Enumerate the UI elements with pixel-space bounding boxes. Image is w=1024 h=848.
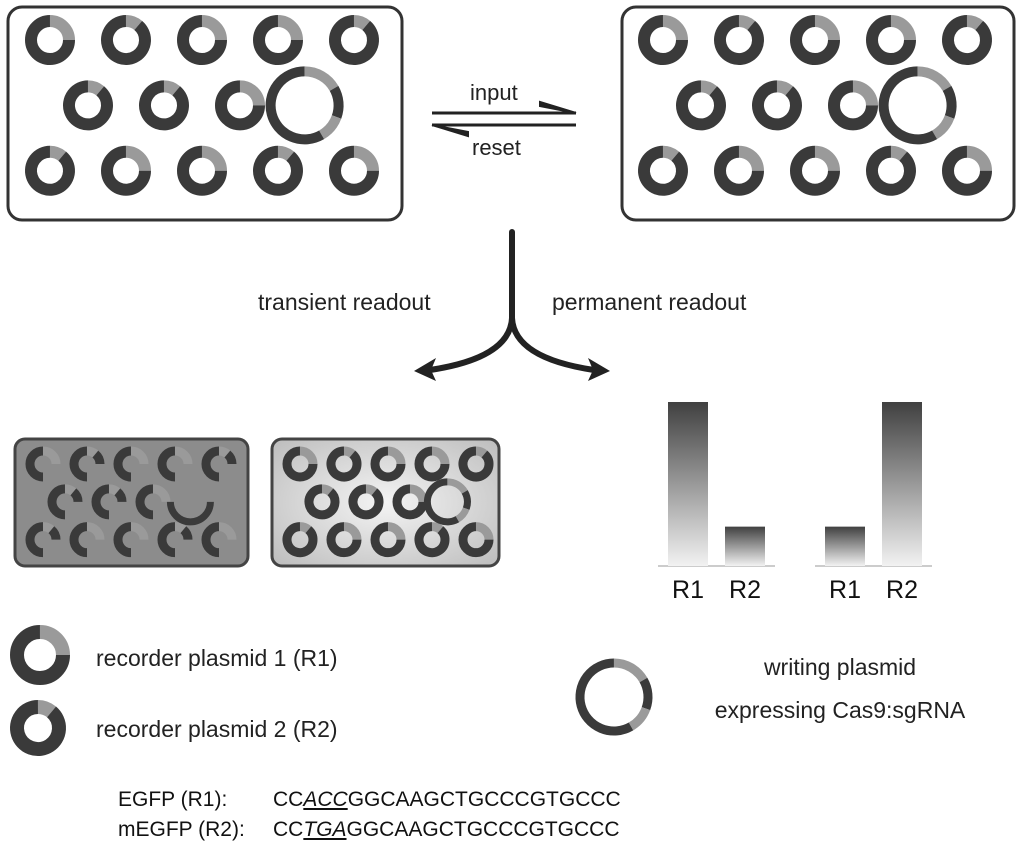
seq-label-r2: mEGFP (R2): — [118, 818, 245, 841]
legend-writing-plasmid — [575, 658, 653, 736]
seq-label-r1: EGFP (R1): — [118, 788, 228, 811]
bar-r1 — [825, 526, 865, 566]
bar-r2 — [725, 526, 765, 566]
recorder-plasmid — [25, 522, 61, 558]
recorder-plasmid — [101, 145, 151, 196]
writing-plasmid — [265, 66, 344, 145]
recorder-plasmid — [201, 446, 237, 482]
recorder-plasmid — [253, 145, 303, 196]
recorder-plasmid — [790, 15, 840, 65]
legend-writer-line2: expressing Cas9:sgRNA — [715, 697, 966, 723]
recorder-plasmid — [177, 145, 227, 196]
plate-after-plasmids — [638, 15, 992, 196]
recorder-plasmid — [69, 446, 105, 482]
tick-label-r1: R1 — [829, 576, 861, 604]
recorder-plasmid — [348, 484, 384, 520]
bar-chart-right: R1 R2 — [815, 402, 932, 604]
recorder-plasmid — [942, 15, 992, 65]
legend-r2-plasmid — [10, 700, 66, 756]
readout-plate-light-plasmids — [282, 446, 494, 558]
recorder-plasmid — [215, 80, 265, 131]
legend-r1-plasmid — [10, 625, 70, 685]
recorder-plasmid — [101, 15, 151, 65]
recorder-plasmid — [25, 145, 75, 196]
permanent-readout-label: permanent readout — [552, 289, 747, 315]
recorder-plasmid — [370, 522, 406, 558]
recorder-plasmid — [63, 80, 113, 131]
writing-plasmid-icon — [575, 658, 653, 736]
recorder-plasmid — [638, 145, 688, 196]
recorder-plasmid — [253, 15, 303, 65]
recorder-plasmid — [201, 522, 237, 558]
recorder-plasmid — [414, 446, 450, 482]
recorder-plasmid — [828, 80, 878, 131]
recorder-plasmid — [329, 15, 379, 65]
recorder-plasmid — [326, 522, 362, 558]
legend-writer-line1: writing plasmid — [763, 654, 916, 680]
recorder-plasmid — [329, 145, 379, 196]
recorder-plasmid — [69, 522, 105, 558]
seq-r1-codon: ACC — [303, 788, 348, 811]
tick-label-r2: R2 — [886, 576, 918, 604]
left-arrowhead-icon — [414, 358, 436, 381]
recorder-plasmid — [135, 484, 171, 520]
bar-r1 — [668, 402, 708, 566]
tick-label-r1: R1 — [672, 576, 704, 604]
readout-plate-dark-plasmids — [25, 446, 237, 558]
bar-chart-left: R1 R2 — [658, 402, 775, 604]
recorder-plasmid — [752, 80, 802, 131]
recorder-plasmid — [25, 15, 75, 65]
recorder-plasmid — [392, 484, 428, 520]
r2-plasmid-icon — [10, 700, 66, 756]
reset-label: reset — [472, 135, 521, 160]
recorder-plasmid — [866, 15, 916, 65]
legend-r2-label: recorder plasmid 2 (R2) — [96, 716, 338, 742]
seq-r2-codon: TGA — [303, 818, 347, 841]
recorder-plasmid — [676, 80, 726, 131]
legend-r1-label: recorder plasmid 1 (R1) — [96, 645, 338, 671]
tick-label-r2: R2 — [729, 576, 761, 604]
plate-before-plasmids — [25, 15, 379, 196]
writing-plasmid — [878, 66, 957, 145]
recorder-plasmid — [370, 446, 406, 482]
recorder-plasmid — [177, 15, 227, 65]
recorder-plasmid — [304, 484, 340, 520]
bar-r2 — [882, 402, 922, 566]
right-arrowhead-icon — [588, 358, 610, 381]
recorder-plasmid — [790, 145, 840, 196]
recorder-plasmid — [866, 145, 916, 196]
transient-readout-label: transient readout — [258, 289, 431, 315]
recorder-plasmid — [91, 484, 127, 520]
recorder-plasmid — [282, 522, 318, 558]
recorder-plasmid — [326, 446, 362, 482]
recorder-plasmid — [458, 522, 494, 558]
recorder-plasmid — [714, 15, 764, 65]
recorder-plasmid — [458, 446, 494, 482]
recorder-plasmid — [157, 522, 193, 558]
seq-r2: CCTGAGGCAAGCTGCCCGTGCCC — [273, 818, 620, 841]
recorder-plasmid — [157, 446, 193, 482]
recorder-plasmid — [25, 446, 61, 482]
recorder-plasmid — [638, 15, 688, 65]
recorder-plasmid — [47, 484, 83, 520]
equilibrium-arrows — [431, 100, 577, 138]
recorder-plasmid — [282, 446, 318, 482]
forward-arrowhead-icon — [539, 100, 577, 114]
recorder-plasmid — [113, 446, 149, 482]
recorder-plasmid — [139, 80, 189, 131]
recorder-plasmid — [113, 522, 149, 558]
seq-r1: CCACCGGCAAGCTGCCCGTGCCC — [273, 788, 621, 811]
recorder-plasmid — [942, 145, 992, 196]
readout-branch-arrows — [427, 229, 597, 373]
reverse-arrowhead-icon — [431, 124, 469, 138]
recorder-plasmid — [414, 522, 450, 558]
r1-plasmid-icon — [10, 625, 70, 685]
input-label: input — [470, 80, 518, 105]
writing-plasmid — [423, 478, 471, 526]
writing-plasmid — [166, 501, 214, 526]
recorder-plasmid — [714, 145, 764, 196]
